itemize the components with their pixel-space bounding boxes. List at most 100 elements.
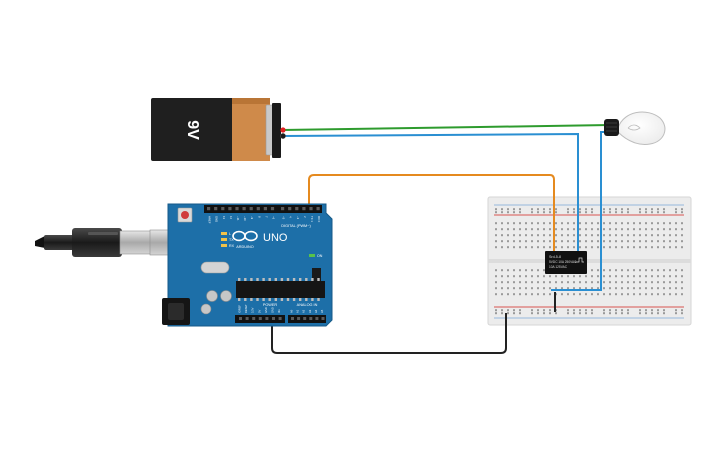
bb-hole[interactable]: [591, 222, 593, 225]
wires[interactable]: [271, 124, 616, 354]
bb-hole[interactable]: [651, 228, 653, 231]
bb-hole[interactable]: [501, 222, 503, 225]
bb-hole[interactable]: [573, 234, 575, 237]
bb-hole[interactable]: [573, 287, 575, 290]
bb-hole[interactable]: [519, 287, 521, 290]
bb-hole[interactable]: [555, 222, 557, 225]
bb-hole[interactable]: [579, 240, 581, 243]
bb-hole[interactable]: [603, 287, 605, 290]
bb-hole[interactable]: [615, 234, 617, 237]
bb-hole[interactable]: [639, 222, 641, 225]
bb-hole[interactable]: [669, 281, 671, 284]
bb-hole[interactable]: [495, 208, 497, 211]
bb-hole[interactable]: [669, 228, 671, 231]
bb-hole[interactable]: [573, 208, 575, 211]
bb-hole[interactable]: [615, 269, 617, 272]
bb-hole[interactable]: [591, 275, 593, 278]
bb-hole[interactable]: [585, 222, 587, 225]
bb-hole[interactable]: [555, 312, 557, 315]
bb-hole[interactable]: [561, 246, 563, 249]
bb-hole[interactable]: [579, 309, 581, 312]
bb-hole[interactable]: [507, 211, 509, 214]
bb-hole[interactable]: [585, 234, 587, 237]
bb-hole[interactable]: [681, 222, 683, 225]
bb-hole[interactable]: [537, 287, 539, 290]
bb-hole[interactable]: [579, 211, 581, 214]
bb-hole[interactable]: [549, 246, 551, 249]
bb-hole[interactable]: [633, 228, 635, 231]
wire-black[interactable]: [271, 313, 507, 354]
bb-hole[interactable]: [669, 240, 671, 243]
bb-hole[interactable]: [663, 222, 665, 225]
digital-pin[interactable]: [263, 207, 267, 211]
bb-hole[interactable]: [561, 287, 563, 290]
bb-hole[interactable]: [627, 240, 629, 243]
bb-hole[interactable]: [543, 234, 545, 237]
bb-hole[interactable]: [525, 293, 527, 296]
bb-hole[interactable]: [537, 293, 539, 296]
bb-hole[interactable]: [591, 293, 593, 296]
digital-pin[interactable]: [302, 207, 306, 211]
bb-hole[interactable]: [663, 211, 665, 214]
bb-hole[interactable]: [633, 234, 635, 237]
bb-hole[interactable]: [597, 246, 599, 249]
bb-hole[interactable]: [567, 228, 569, 231]
bb-hole[interactable]: [501, 269, 503, 272]
bb-hole[interactable]: [543, 240, 545, 243]
bb-hole[interactable]: [507, 222, 509, 225]
bb-hole[interactable]: [501, 309, 503, 312]
bb-hole[interactable]: [519, 312, 521, 315]
bb-hole[interactable]: [597, 281, 599, 284]
bb-hole[interactable]: [561, 240, 563, 243]
bb-hole[interactable]: [495, 234, 497, 237]
bb-hole[interactable]: [543, 287, 545, 290]
bb-hole[interactable]: [681, 234, 683, 237]
bb-hole[interactable]: [495, 211, 497, 214]
bb-hole[interactable]: [555, 281, 557, 284]
bb-hole[interactable]: [603, 269, 605, 272]
bb-hole[interactable]: [555, 228, 557, 231]
bb-hole[interactable]: [621, 293, 623, 296]
bb-hole[interactable]: [597, 222, 599, 225]
bb-hole[interactable]: [513, 246, 515, 249]
bb-hole[interactable]: [549, 222, 551, 225]
bb-hole[interactable]: [543, 246, 545, 249]
bb-hole[interactable]: [627, 287, 629, 290]
light-bulb-icon[interactable]: [604, 111, 666, 145]
bb-hole[interactable]: [579, 228, 581, 231]
bb-hole[interactable]: [639, 228, 641, 231]
bb-hole[interactable]: [639, 211, 641, 214]
bb-hole[interactable]: [621, 222, 623, 225]
bb-hole[interactable]: [621, 312, 623, 315]
bb-hole[interactable]: [537, 309, 539, 312]
bb-hole[interactable]: [597, 293, 599, 296]
bb-hole[interactable]: [585, 211, 587, 214]
bb-hole[interactable]: [513, 211, 515, 214]
bb-hole[interactable]: [507, 269, 509, 272]
bb-hole[interactable]: [675, 293, 677, 296]
bb-hole[interactable]: [519, 228, 521, 231]
wire-green[interactable]: [281, 124, 611, 131]
bb-hole[interactable]: [591, 287, 593, 290]
digital-pin[interactable]: [207, 207, 211, 211]
bb-hole[interactable]: [603, 312, 605, 315]
bb-hole[interactable]: [675, 309, 677, 312]
bb-hole[interactable]: [639, 275, 641, 278]
bb-hole[interactable]: [531, 312, 533, 315]
power-pin[interactable]: [252, 317, 256, 320]
bb-hole[interactable]: [585, 240, 587, 243]
digital-pin[interactable]: [295, 207, 299, 211]
bb-hole[interactable]: [501, 208, 503, 211]
bb-hole[interactable]: [603, 208, 605, 211]
bb-hole[interactable]: [591, 309, 593, 312]
analog-pin[interactable]: [291, 317, 294, 320]
bb-hole[interactable]: [501, 287, 503, 290]
bb-hole[interactable]: [675, 240, 677, 243]
bb-hole[interactable]: [657, 287, 659, 290]
bb-hole[interactable]: [591, 240, 593, 243]
bb-hole[interactable]: [585, 275, 587, 278]
bb-hole[interactable]: [627, 309, 629, 312]
bb-hole[interactable]: [633, 275, 635, 278]
bb-hole[interactable]: [531, 269, 533, 272]
